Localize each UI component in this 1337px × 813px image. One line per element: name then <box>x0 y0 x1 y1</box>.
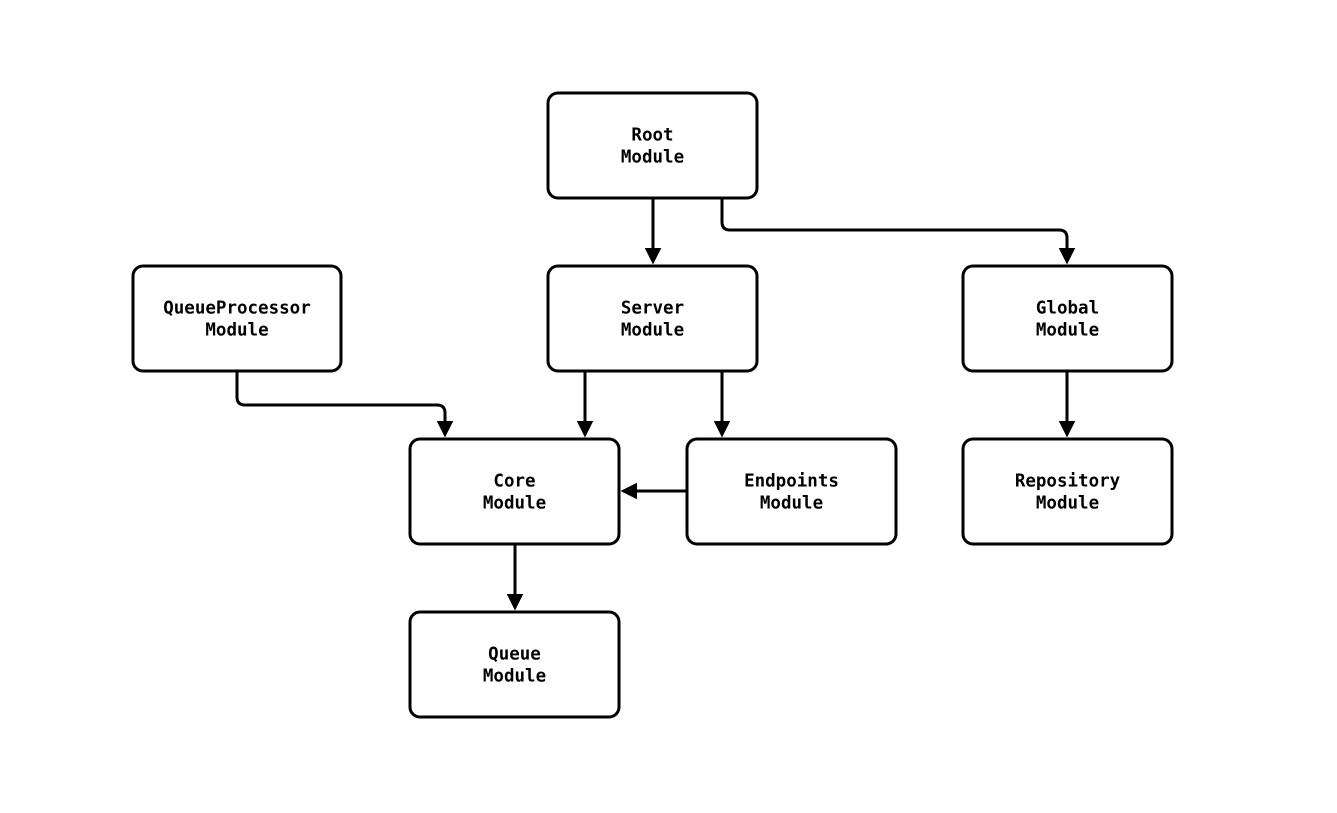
node-server-label-line2: Module <box>621 321 684 341</box>
node-repository-box <box>961 437 1174 546</box>
node-endpoints-box <box>685 437 898 546</box>
node-queue-label-line1: Queue <box>488 645 541 665</box>
node-queueprocessor-label-line2: Module <box>205 321 268 341</box>
node-core-label-line2: Module <box>483 494 546 514</box>
edge-root-to-global <box>720 198 1076 265</box>
node-core-label-line1: Core <box>493 472 535 492</box>
node-queueprocessor-label-line1: QueueProcessor <box>163 299 311 319</box>
node-global-label-line2: Module <box>1036 321 1099 341</box>
node-endpoints-label-line2: Module <box>760 494 823 514</box>
node-global-label-line1: Global <box>1036 299 1099 319</box>
node-global-box <box>961 264 1174 373</box>
node-core-box <box>408 437 621 546</box>
node-repository-label-line2: Module <box>1036 494 1099 514</box>
node-server-box <box>546 264 759 373</box>
node-root-box <box>546 91 759 200</box>
node-server-label-line1: Server <box>621 299 684 319</box>
node-root-label-line2: Module <box>621 148 684 168</box>
edge-queueprocessor-to-core <box>235 371 454 438</box>
node-endpoints-label-line1: Endpoints <box>744 472 839 492</box>
node-repository-label-line1: Repository <box>1015 472 1121 492</box>
node-queue-box <box>408 610 621 719</box>
edges-layer <box>235 198 1076 611</box>
node-queue-label-line2: Module <box>483 667 546 687</box>
node-queueprocessor-box <box>131 264 343 373</box>
node-root-label-line1: Root <box>631 126 673 146</box>
